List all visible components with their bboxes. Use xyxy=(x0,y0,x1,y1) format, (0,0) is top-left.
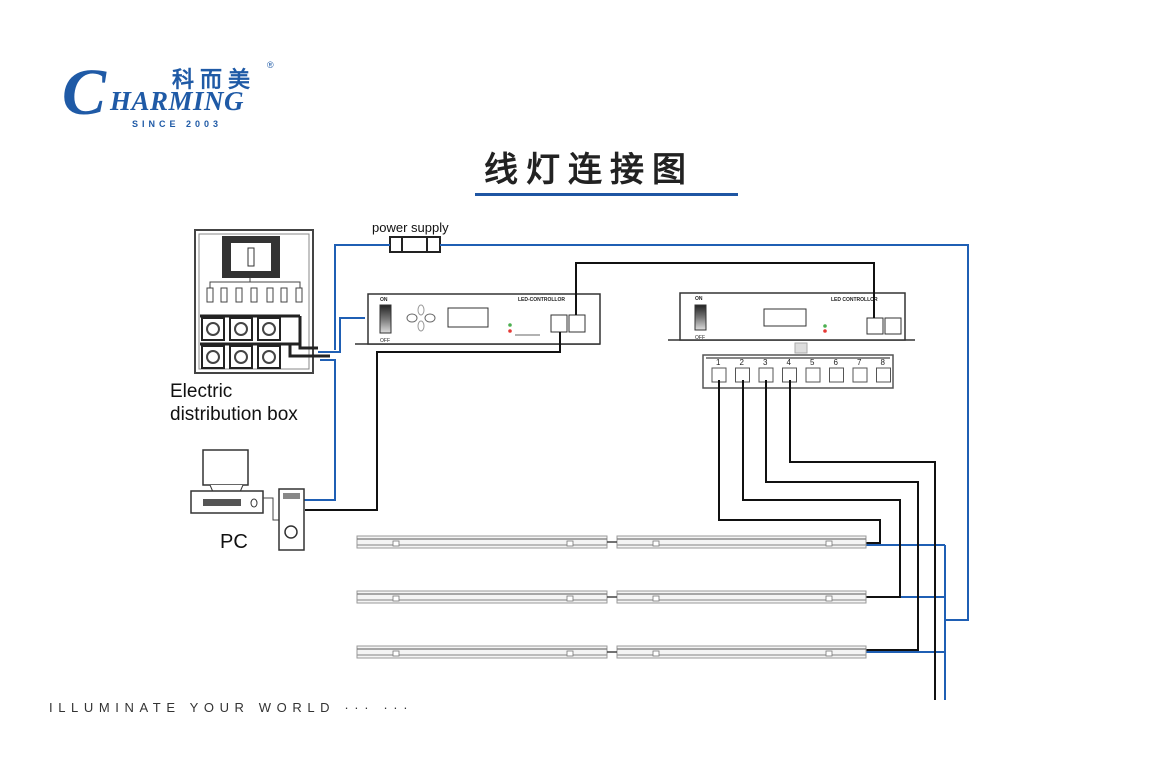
svg-text:LED CONTROLLOR: LED CONTROLLOR xyxy=(831,297,878,303)
splitter-port-4: 4 xyxy=(782,358,797,383)
title-underline xyxy=(475,193,738,196)
registered-mark: ® xyxy=(267,60,274,70)
splitter-port-label: 5 xyxy=(810,358,815,367)
splitter-port-5: 5 xyxy=(805,358,821,383)
distribution-box-label: Electric distribution box xyxy=(170,380,298,426)
logo-wordmark: HARMING xyxy=(110,86,245,116)
breakers xyxy=(206,287,303,303)
led-controller-1: ON OFF LED-CONTROLLOR xyxy=(355,293,601,345)
sockets xyxy=(201,317,281,369)
svg-text:ON: ON xyxy=(380,297,388,303)
distribution-box xyxy=(194,229,330,374)
logo-initial: C xyxy=(62,56,107,129)
logo-chinese-name: 科而美 xyxy=(172,68,257,93)
light-bar xyxy=(356,535,608,549)
pc xyxy=(190,449,305,551)
led-controller-2: ON OFF LED CONTROLLOR xyxy=(668,292,915,354)
logo-since: SINCE 2003 xyxy=(132,119,223,129)
charming-logo: C 科而美 ® HARMING SINCE 2003 xyxy=(62,58,282,133)
splitter-port-6: 6 xyxy=(829,358,844,383)
footer-slogan: ILLUMINATE YOUR WORLD ··· ··· xyxy=(49,700,414,715)
light-bars xyxy=(356,535,867,659)
power-wires xyxy=(280,244,969,700)
splitter: 1 2 3 4 5 6 7 8 xyxy=(702,354,894,389)
distribution-box-label-line1: Electric xyxy=(170,381,233,402)
page-title: 线灯连接图 xyxy=(484,150,694,190)
splitter-port-label: 3 xyxy=(763,358,768,367)
light-bar xyxy=(616,645,867,659)
light-bar xyxy=(616,590,867,604)
light-bar xyxy=(616,535,867,549)
splitter-port-8: 8 xyxy=(876,358,891,383)
splitter-port-label: 1 xyxy=(716,358,721,367)
splitter-port-label: 4 xyxy=(787,358,792,367)
splitter-port-label: 8 xyxy=(881,358,886,367)
svg-text:OFF: OFF xyxy=(695,335,705,341)
svg-text:LED-CONTROLLOR: LED-CONTROLLOR xyxy=(518,297,565,303)
svg-text:ON: ON xyxy=(695,296,703,302)
power-supply-label: power supply xyxy=(372,220,449,235)
splitter-port-label: 2 xyxy=(740,358,745,367)
pc-label: PC xyxy=(220,531,248,553)
splitter-port-label: 6 xyxy=(834,358,839,367)
data-wires xyxy=(305,262,936,700)
splitter-port-label: 7 xyxy=(857,358,862,367)
svg-text:OFF: OFF xyxy=(380,338,390,344)
light-bar xyxy=(356,645,608,659)
power-switch xyxy=(694,304,707,331)
splitter-port-7: 7 xyxy=(852,358,868,383)
distribution-box-label-line2: distribution box xyxy=(170,404,298,425)
light-bar xyxy=(356,590,608,604)
power-supply xyxy=(389,236,441,253)
power-switch xyxy=(379,304,392,334)
